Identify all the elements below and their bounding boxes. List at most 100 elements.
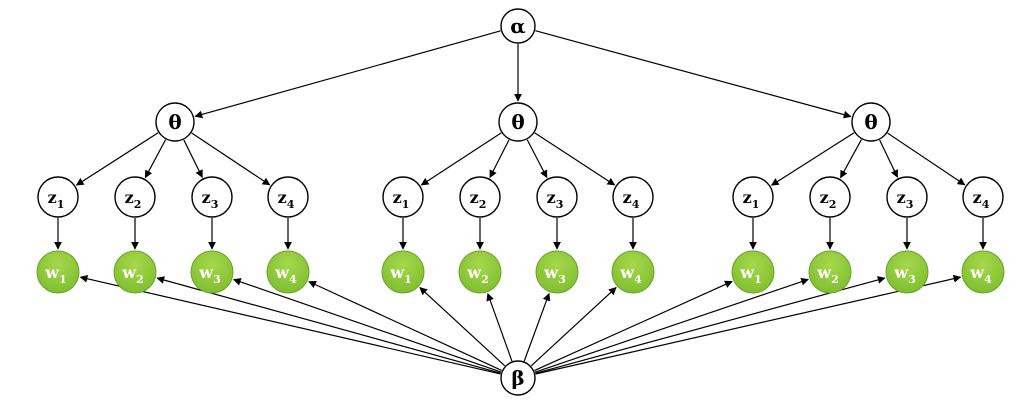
edge-beta-w-3-3 [535,276,886,374]
node-w-1-3-label: w3 [198,263,220,286]
edge-theta-3-z-3 [879,139,899,178]
node-z-2-4-label: z4 [623,188,640,211]
node-z-1-4-circle [267,176,309,218]
node-z-1-1-label: z1 [48,188,65,211]
node-theta-2-circle [498,102,538,142]
node-z-3-3-circle [886,176,928,218]
node-w-3-3: w3 [885,250,929,294]
edge-theta-3-z-4 [887,132,966,186]
node-w-2-3-circle [535,250,579,294]
edge-beta-w-2-3 [523,292,551,362]
node-w-3-2-circle [808,250,852,294]
node-z-2-2-circle [459,176,501,218]
node-w-3-1: w1 [731,250,775,294]
edges-layer [54,30,987,375]
node-z-3-2-label: z2 [820,188,837,211]
node-theta-2: θ [498,102,538,142]
node-theta-3-label: θ [864,110,877,134]
node-z-3-4-label: z4 [973,188,990,211]
node-w-2-2-label: w2 [466,263,488,286]
node-z-1-2-circle [114,176,156,218]
node-w-2-3-label: w3 [543,263,565,286]
node-w-1-1-label: w1 [44,263,66,286]
node-w-1-2-label: w2 [121,263,143,286]
edge-beta-w-1-1 [79,274,501,375]
edge-beta-w-3-2 [534,277,809,373]
node-w-2-3: w3 [535,250,579,294]
node-w-3-1-label: w1 [739,263,761,286]
edge-theta-2-z-4 [534,132,616,186]
edge-beta-w-2-1 [419,287,506,367]
node-w-3-4-circle [961,250,1005,294]
node-z-3-2-circle [809,176,851,218]
node-z-2-3: z3 [536,176,578,218]
node-theta-1-label: θ [168,110,181,134]
node-alpha: α [500,8,536,44]
edge-alpha-theta-1 [194,30,501,119]
node-w-2-4-label: w4 [619,263,642,286]
node-w-2-1: w1 [381,250,425,294]
node-w-1-4-circle [266,250,310,294]
node-z-2-2-label: z2 [470,188,487,211]
node-z-2-1-circle [382,176,424,218]
edge-alpha-theta-3 [535,30,852,119]
node-z-1-3: z3 [191,176,233,218]
node-w-2-2-circle [458,250,502,294]
edge-beta-w-2-2 [486,292,513,362]
node-z-3-1-circle [732,176,774,218]
edge-theta-3-z-1 [770,132,855,186]
node-z-3-3: z3 [886,176,928,218]
node-z-2-4-circle [612,176,654,218]
node-z-1-1-circle [37,176,79,218]
node-theta-1-circle [155,102,195,142]
node-w-1-3: w3 [190,250,234,294]
node-w-2-4: w4 [611,250,655,294]
node-beta: β [500,360,536,396]
node-z-3-4-circle [962,176,1004,218]
node-z-3-4: z4 [962,176,1004,218]
node-z-1-4-label: z4 [278,188,295,211]
nodes-layer: z1 w1 z2 w2 z3 w3 z4 w4 θ z1 w1 z2 w2 z3 w3 z4 w4 θ z1 w1 z2… [36,8,1005,396]
node-z-3-1: z1 [732,176,774,218]
node-theta-2-label: θ [511,110,524,134]
node-w-1-2-circle [113,250,157,294]
node-z-1-2-label: z2 [125,188,142,211]
edge-beta-w-1-2 [156,276,501,374]
node-beta-circle [500,360,536,396]
node-w-2-1-circle [381,250,425,294]
node-z-2-4: z4 [612,176,654,218]
node-z-2-2: z2 [459,176,501,218]
node-w-2-1-label: w1 [389,263,411,286]
node-z-3-2: z2 [809,176,851,218]
edge-beta-w-2-4 [530,287,617,367]
node-w-3-4-label: w4 [969,263,992,286]
node-z-3-3-label: z3 [897,188,914,211]
node-w-3-3-label: w3 [893,263,915,286]
node-w-3-2: w2 [808,250,852,294]
node-w-1-3-circle [190,250,234,294]
edge-theta-1-z-3 [183,139,203,178]
node-theta-3-circle [851,102,891,142]
node-z-1-3-label: z3 [202,188,219,211]
edge-beta-w-3-1 [534,280,733,372]
node-w-2-4-circle [611,250,655,294]
node-w-3-2-label: w2 [816,263,838,286]
edge-theta-1-z-4 [191,132,271,186]
node-w-3-1-circle [731,250,775,294]
node-z-2-1-label: z1 [393,188,410,211]
edge-theta-2-z-2 [489,139,510,179]
edge-beta-w-3-4 [535,274,962,375]
node-theta-3: θ [851,102,891,142]
node-alpha-circle [500,8,536,44]
node-z-1-1: z1 [37,176,79,218]
node-beta-label: β [511,366,524,390]
edge-theta-2-z-3 [526,139,548,179]
edge-theta-3-z-2 [840,139,862,179]
node-z-2-3-circle [536,176,578,218]
node-w-1-4: w4 [266,250,310,294]
node-w-1-4-label: w4 [274,263,297,286]
node-z-1-3-circle [191,176,233,218]
edge-theta-2-z-1 [420,132,502,186]
node-z-3-1-label: z1 [743,188,760,211]
